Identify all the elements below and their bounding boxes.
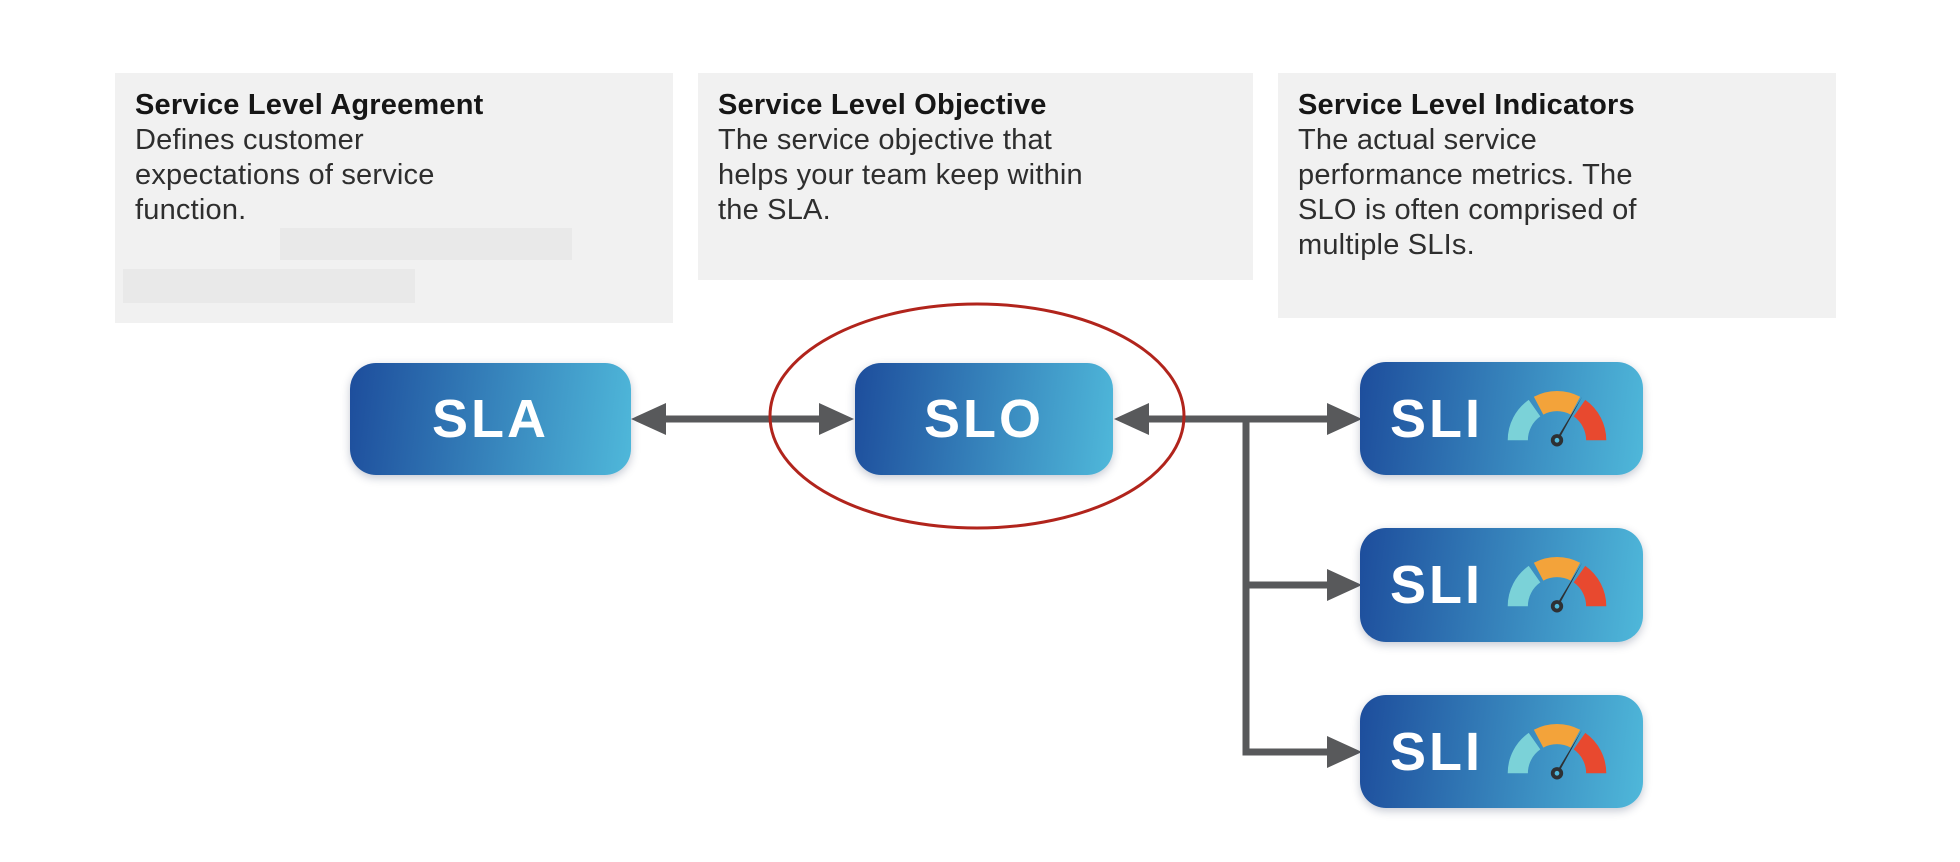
- connector-branch-vertical: [1242, 415, 1250, 756]
- node-label: SLI: [1389, 721, 1483, 782]
- card-title: Service Level Agreement: [135, 89, 484, 121]
- node-sla: SLA: [350, 363, 631, 475]
- connector-branch-sli2: [1246, 569, 1362, 601]
- arrowhead-right-icon: [1327, 736, 1362, 768]
- node-sli-1: SLI: [1360, 362, 1643, 475]
- node-label: SLI: [1389, 555, 1483, 615]
- card-title: Service Level Objective: [718, 89, 1047, 121]
- info-card-slo: Service Level Objective The service obje…: [698, 73, 1253, 280]
- arrowhead-right-icon: [819, 403, 854, 435]
- arrowhead-right-icon: [1327, 569, 1362, 601]
- node-sli-3: SLI: [1360, 695, 1643, 808]
- card-body: The service objective that helps your te…: [718, 124, 1083, 226]
- arrowhead-left-icon: [1114, 403, 1149, 435]
- card-body: The actual service performance metrics. …: [1298, 124, 1637, 261]
- card-body: Defines customer expectations of service…: [135, 124, 435, 226]
- gauge-icon: [1507, 390, 1607, 446]
- node-slo: SLO: [855, 363, 1113, 475]
- redacted-text-block: [123, 269, 415, 303]
- gauge-icon: [1507, 723, 1607, 779]
- arrowhead-left-icon: [631, 403, 666, 435]
- node-label: SLA: [432, 389, 549, 449]
- node-sli-2: SLI: [1360, 528, 1643, 642]
- connector-branch-slo: [1114, 403, 1362, 435]
- info-card-sla: Service Level Agreement Defines customer…: [115, 73, 673, 323]
- node-label: SLI: [1389, 388, 1483, 449]
- connector-sla-slo: [631, 403, 854, 435]
- connector-branch-sli3: [1246, 736, 1362, 768]
- arrowhead-right-icon: [1327, 403, 1362, 435]
- gauge-icon: [1507, 556, 1607, 613]
- redacted-text-block: [280, 228, 572, 260]
- card-title: Service Level Indicators: [1298, 89, 1635, 121]
- node-label: SLO: [923, 389, 1044, 449]
- info-card-sli: Service Level Indicators The actual serv…: [1278, 73, 1836, 318]
